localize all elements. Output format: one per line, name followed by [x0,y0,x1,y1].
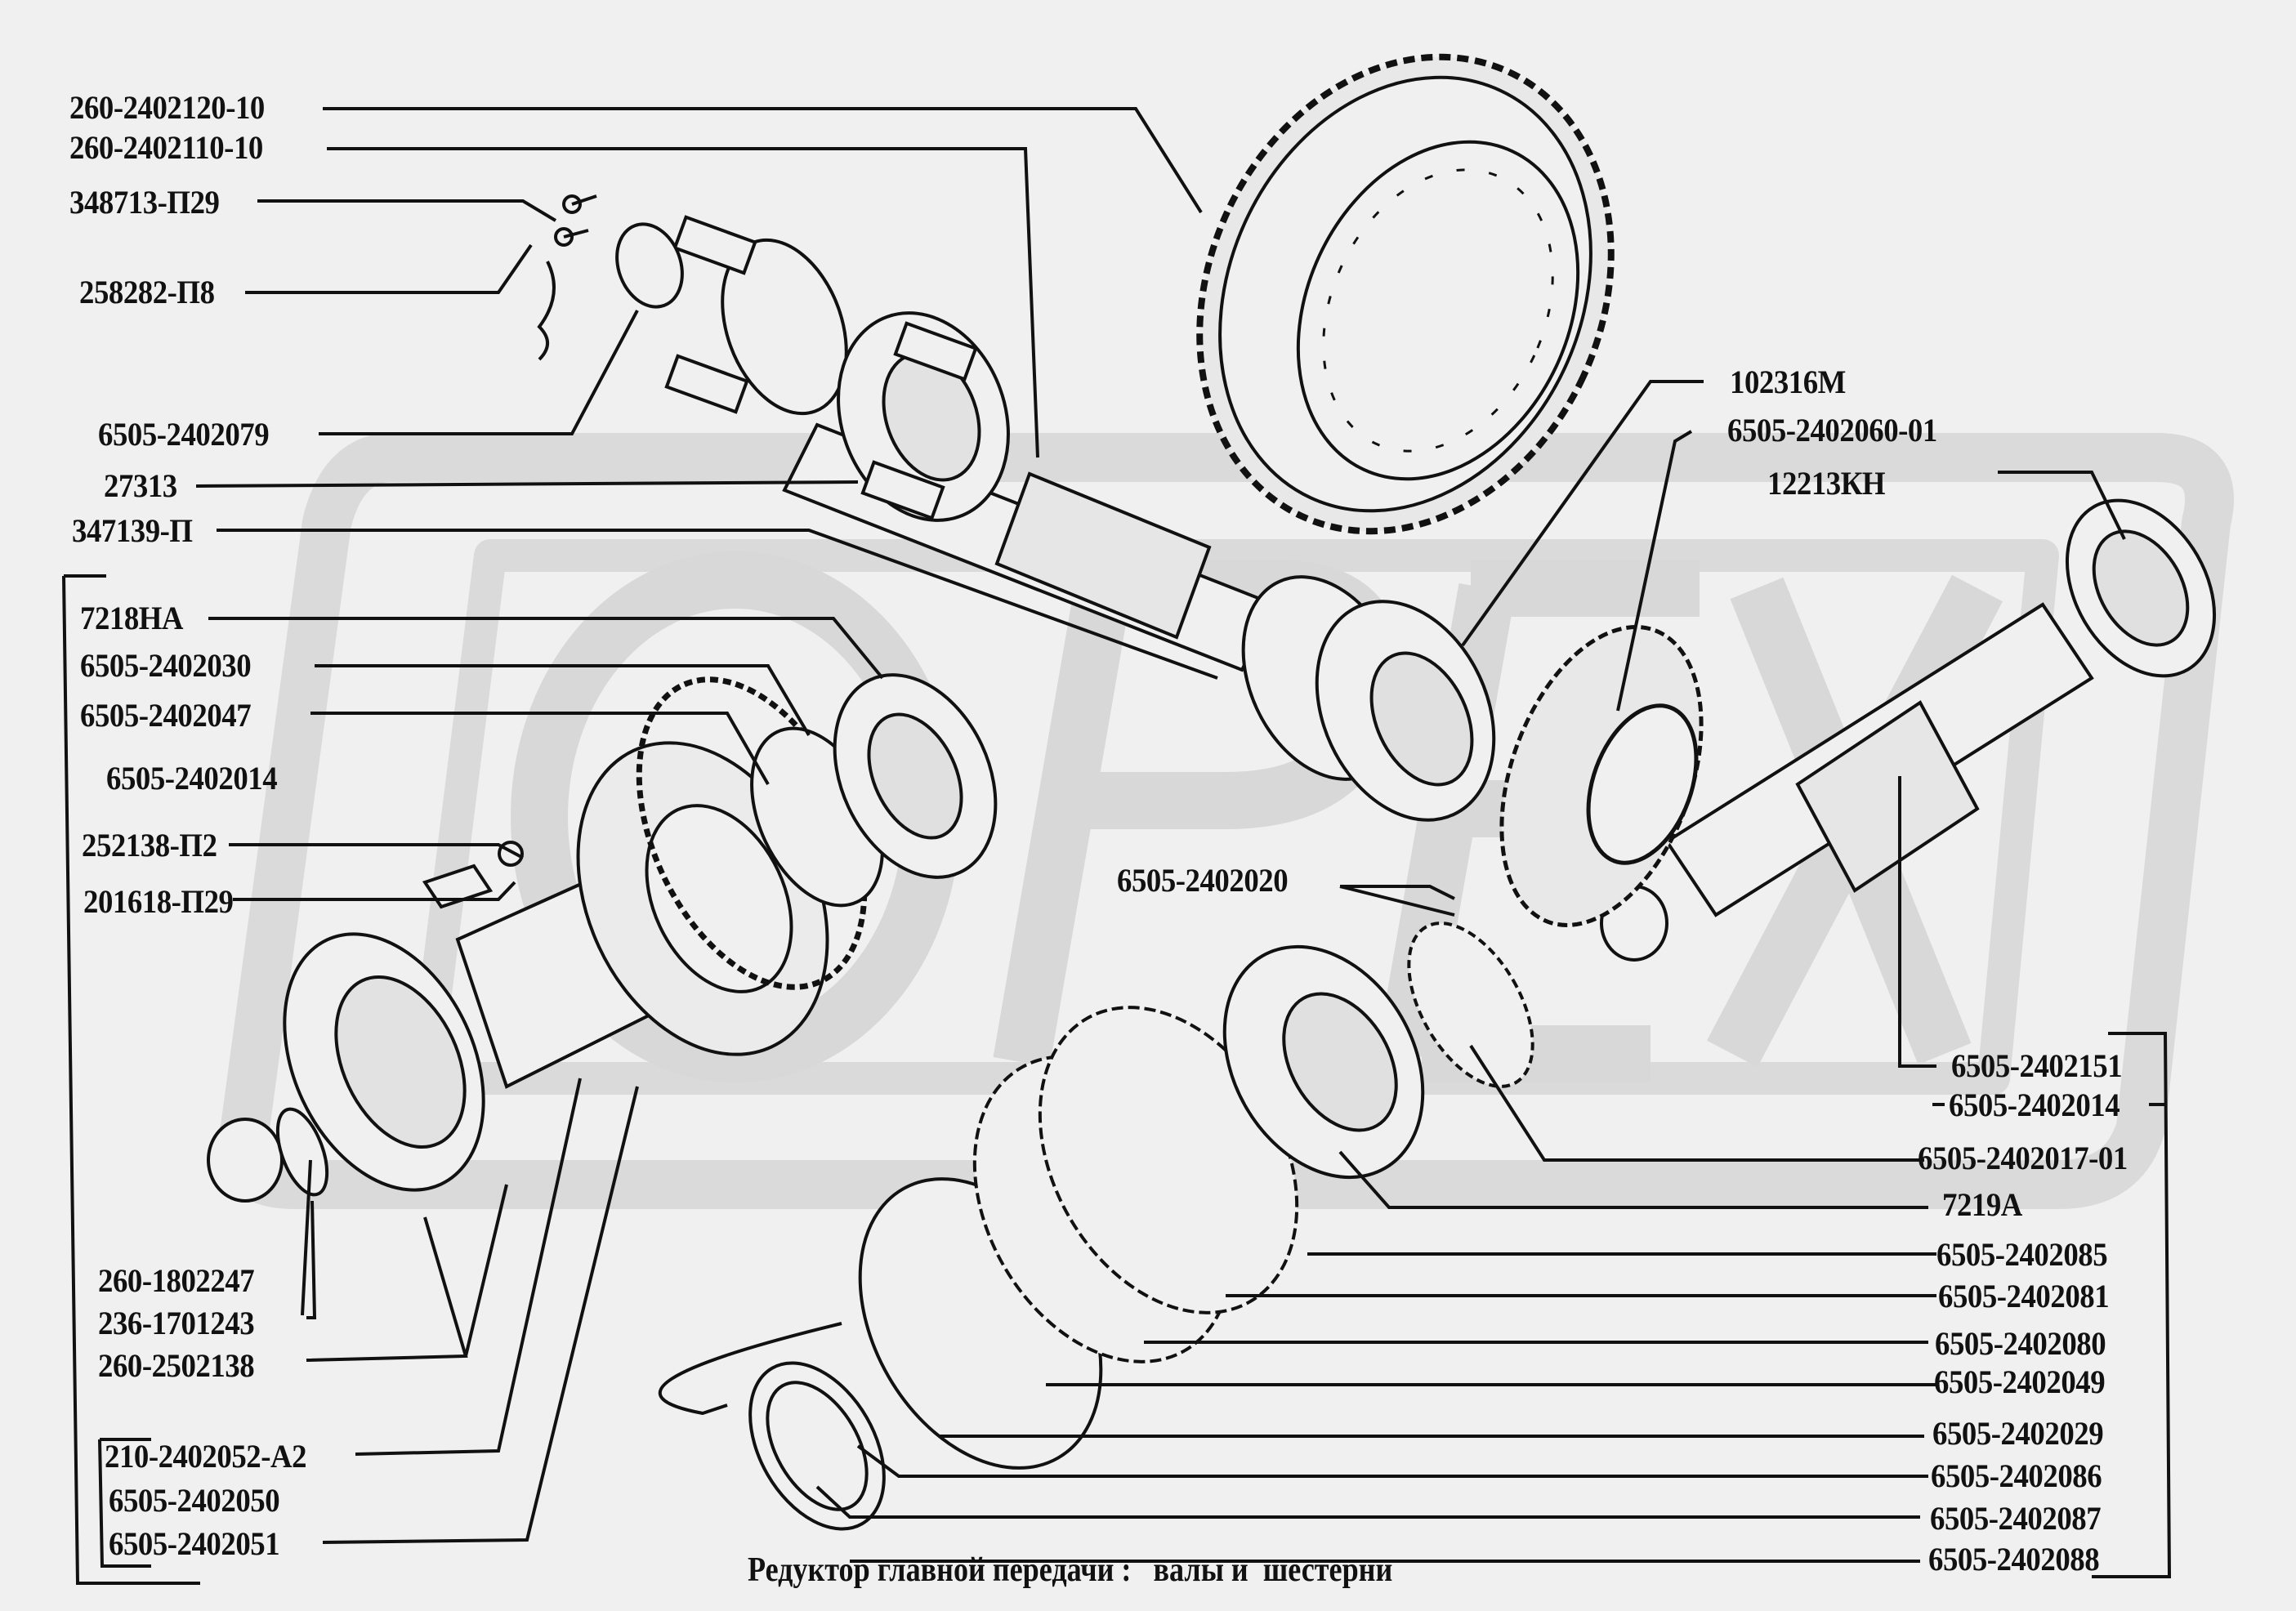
lower-cover-and-shims [748,922,1534,1531]
part-label-6505-2402020: 6505-2402020 [1117,862,1289,899]
part-label-6505-2402014-left: 6505-2402014 [106,760,278,797]
part-label-102316m: 102316М [1730,364,1846,400]
part-label-6505-2402014-right: 6505-2402014 [1949,1087,2120,1123]
part-label-258282-p8: 258282-П8 [79,274,215,310]
upper-tapered-bearing [664,215,1010,522]
part-label-260-2502138: 260-2502138 [98,1347,255,1384]
part-label-236-1701243: 236-1701243 [98,1305,255,1341]
part-label-6505-2402051: 6505-2402051 [109,1525,280,1562]
part-label-6505-2402085: 6505-2402085 [1936,1236,2108,1273]
part-label-7218na: 7218НА [80,600,184,636]
part-label-6505-2402087: 6505-2402087 [1930,1500,2102,1537]
diagram-caption: Редуктор главной передачи : валы и шесте… [748,1551,1393,1589]
part-label-7219a: 7219А [1942,1186,2022,1223]
part-label-6505-2402049: 6505-2402049 [1934,1363,2106,1400]
part-label-6505-2402086: 6505-2402086 [1931,1457,2102,1494]
part-label-6505-2402079: 6505-2402079 [98,416,270,453]
part-label-260-1802247: 260-1802247 [98,1262,255,1299]
part-label-6505-2402080: 6505-2402080 [1935,1325,2106,1362]
part-label-260-2402120-10: 260-2402120-10 [69,89,265,126]
part-label-201618-p29: 201618-П29 [83,883,234,920]
part-label-348713-p29: 348713-П29 [69,184,220,221]
part-label-6505-2402060-01: 6505-2402060-01 [1727,412,1937,448]
part-label-6505-2402151: 6505-2402151 [1951,1047,2123,1084]
part-label-6505-2402017-01: 6505-2402017-01 [1918,1140,2128,1176]
part-label-6505-2402088: 6505-2402088 [1928,1541,2100,1578]
part-label-6505-2402050: 6505-2402050 [109,1482,280,1519]
part-label-347139-p: 347139-П [72,512,193,549]
part-label-210-2402052-a2: 210-2402052-А2 [105,1438,307,1475]
part-label-12213kn: 12213КН [1767,465,1886,502]
part-label-27313: 27313 [104,467,177,504]
leader-lines [62,107,2172,1585]
part-label-6505-2402030: 6505-2402030 [80,647,252,684]
part-label-6505-2402047: 6505-2402047 [80,697,252,734]
part-label-6505-2402029: 6505-2402029 [1932,1415,2104,1452]
flange-and-housing [207,673,998,1203]
output-shaft [1600,498,2217,962]
part-label-6505-2402081: 6505-2402081 [1938,1278,2110,1314]
part-label-252138-p2: 252138-П2 [82,827,217,864]
part-label-260-2402110-10: 260-2402110-10 [69,129,263,166]
bolt-and-lockplate [537,194,684,361]
bevel-side-gear [1499,625,1704,927]
ring-gear [1196,53,1615,535]
